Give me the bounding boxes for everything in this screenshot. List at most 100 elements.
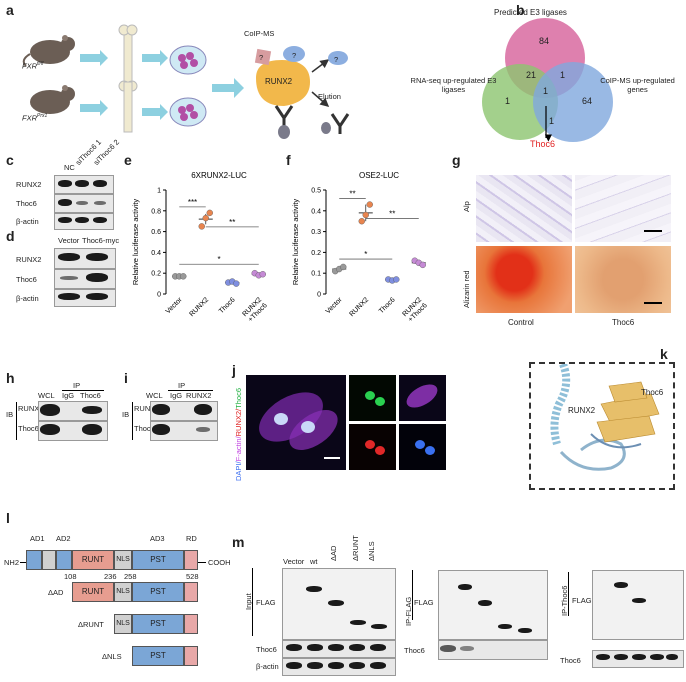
significance-label: * (217, 255, 220, 264)
blot-d-row: RUNX2 (16, 255, 42, 264)
position-258: 258 (124, 572, 137, 581)
data-point (198, 223, 205, 230)
arrow-icon (142, 104, 168, 120)
count-center: 1 (543, 86, 549, 96)
pst-domain: PST (132, 646, 184, 666)
significance-label: ** (229, 218, 235, 227)
question-mark: ? (292, 51, 297, 60)
blot-band (286, 662, 302, 669)
blot-band (196, 427, 210, 432)
blot-d-col: Vector (58, 236, 80, 245)
count-left: 1 (505, 96, 511, 106)
bead-icon (278, 125, 290, 139)
x-tick-label: RUNX2 (188, 296, 210, 318)
structure-label-thoc6: Thoc6 (641, 388, 664, 397)
y-tick-label: 0 (317, 292, 321, 299)
blot-band (75, 180, 89, 187)
runx2-channel-image (349, 424, 396, 470)
structure-frame (529, 362, 675, 490)
blot-i-col: IgG (170, 391, 183, 400)
significance-label: ** (349, 190, 355, 199)
blot-c-row: RUNX2 (16, 180, 42, 189)
set-top-label: Predicted E3 ligases (494, 8, 567, 17)
blot-band (94, 201, 106, 205)
pst-domain: PST (132, 582, 184, 602)
ip-header: IP (73, 381, 81, 390)
ib-label: IB (122, 410, 130, 419)
blot-band (478, 600, 492, 606)
western-blot-strip (438, 640, 548, 660)
blot-band (650, 654, 664, 660)
alp-stain-control-image (476, 175, 572, 242)
blot-d-row: Thoc6 (16, 275, 37, 284)
col-label-thoc6: Thoc6 (612, 318, 635, 327)
nls-domain: NLS (114, 582, 132, 602)
ad2-domain (56, 550, 72, 570)
question-mark: ? (334, 55, 339, 64)
blot-band (306, 586, 322, 592)
antibody-icon (330, 113, 350, 134)
scale-bar (644, 230, 662, 232)
blot-band (93, 217, 107, 223)
y-tick-label: 0.3 (311, 229, 321, 236)
pst-domain: PST (132, 614, 184, 634)
arrow-icon (142, 50, 168, 66)
scale-bar (644, 302, 662, 304)
row-label-alp: Alp (462, 201, 471, 212)
thoc6-channel-image (349, 375, 396, 421)
lane-label: ΔNLS (367, 541, 376, 561)
y-tick-label: 0.2 (311, 250, 321, 257)
runt-domain: RUNT (72, 550, 114, 570)
bone-icon (118, 24, 138, 92)
x-tick-label: Thoc6 (378, 296, 397, 315)
blot-m-row: Thoc6 (560, 656, 581, 665)
alizarin-red-thoc6-image (575, 246, 671, 313)
mouse1-genotype: FXRfl/fl (22, 61, 44, 71)
blot-band (632, 654, 646, 660)
significance-label: * (364, 250, 367, 259)
panel-e-label: e (124, 152, 132, 168)
construct-label-drunt: ΔRUNT (78, 620, 104, 629)
question-mark: ? (259, 53, 264, 62)
data-point (358, 218, 365, 225)
runt-domain: RUNT (72, 582, 114, 602)
count-left-right: 1 (549, 116, 555, 126)
blot-band (58, 293, 80, 300)
data-point (233, 280, 240, 287)
domain-label-ad3: AD3 (150, 534, 165, 543)
x-tick-label-part: Thoc6 (218, 296, 237, 315)
blot-band (328, 662, 344, 669)
construct-label-dad: ΔAD (48, 588, 64, 597)
western-blot-strip (592, 570, 684, 640)
blot-h-row: RUNX2 (18, 404, 44, 413)
blot-band (370, 662, 386, 669)
nls-domain: NLS (114, 614, 132, 634)
blot-i-row: Thoc6 (134, 424, 155, 433)
panel-a-label: a (6, 2, 14, 18)
blot-band (370, 644, 386, 651)
panel-f-label: f (286, 152, 291, 168)
blot-band (596, 654, 610, 660)
blot-m-row: FLAG (414, 598, 434, 607)
nls-domain: NLS (114, 550, 132, 570)
input-bracket (252, 568, 253, 636)
blot-d-row: β-actin (16, 294, 39, 303)
domain-label-ad1: AD1 (30, 534, 45, 543)
significance-label: *** (188, 198, 197, 207)
cooh-label: COOH (208, 558, 231, 567)
ip-thoc6-bracket (568, 572, 569, 616)
count-top: 84 (539, 36, 550, 46)
y-tick-label: 0.4 (151, 250, 161, 257)
y-tick-label: 0.1 (311, 271, 321, 278)
blot-band (58, 199, 72, 206)
data-point (259, 271, 266, 278)
blot-h-col: WCL (38, 391, 55, 400)
blot-i-col: RUNX2 (186, 391, 212, 400)
mouse-icon (22, 35, 75, 67)
blot-h-col: Thoc6 (80, 391, 101, 400)
blot-band (58, 180, 72, 187)
x-tick-label-part: Vector (165, 296, 184, 315)
data-point (366, 201, 373, 208)
x-tick-label-part: Vector (325, 296, 344, 315)
